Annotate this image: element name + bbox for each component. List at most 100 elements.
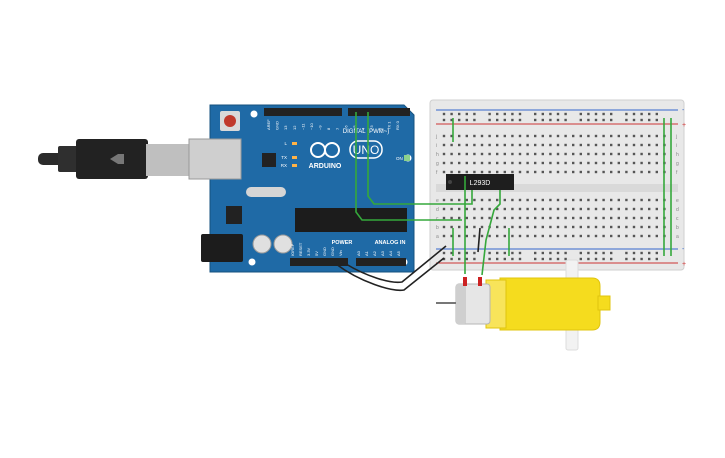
terminal-hole	[465, 198, 468, 202]
terminal-hole	[503, 234, 506, 238]
on-label: ON	[396, 156, 403, 161]
terminal-hole	[534, 234, 537, 238]
rail-hole	[625, 251, 628, 255]
motor-terminal-1[interactable]	[463, 277, 467, 286]
terminal-hole	[640, 216, 643, 220]
rail-hole	[458, 118, 461, 122]
terminal-hole	[587, 152, 590, 156]
terminal-hole	[458, 234, 461, 238]
row-letter: c	[676, 216, 679, 222]
header-bottom-analog	[356, 258, 406, 266]
wire-green-2[interactable]	[367, 112, 473, 205]
terminal-hole	[549, 225, 552, 229]
terminal-hole	[587, 198, 590, 202]
rail-hole	[442, 118, 446, 122]
top-pin-label: 7	[335, 127, 340, 130]
terminal-hole	[579, 152, 582, 156]
terminal-hole	[518, 170, 522, 174]
row-letter: g	[436, 161, 439, 167]
rail-hole	[564, 257, 567, 261]
terminal-hole	[518, 198, 522, 202]
mount-hole-1	[250, 110, 258, 118]
usb-chip	[262, 153, 276, 167]
terminal-hole	[640, 207, 643, 211]
rail-hole	[640, 118, 643, 122]
rail-hole	[579, 251, 582, 255]
terminal-hole	[503, 207, 506, 211]
terminal-hole	[655, 152, 658, 156]
l293d-chip[interactable]: L293D	[446, 174, 514, 190]
power-jack	[201, 234, 243, 262]
top-pin-label: ~11	[300, 123, 305, 130]
wires[interactable]	[335, 112, 672, 292]
terminal-hole	[617, 134, 620, 138]
bottom-pin-label: A3	[380, 250, 385, 256]
rail-hole	[450, 257, 453, 261]
rail-hole	[503, 118, 506, 122]
rail-hole	[579, 112, 582, 116]
terminal-hole	[465, 216, 468, 220]
wire-green-motor[interactable]	[481, 190, 501, 276]
dc-motor[interactable]	[436, 259, 611, 351]
terminal-hole	[450, 143, 453, 147]
rail-plus-top: +	[682, 122, 686, 129]
bottom-pin-label: A1	[364, 250, 369, 256]
terminal-hole	[496, 216, 499, 220]
terminal-hole	[518, 134, 522, 138]
top-pin-label: 4	[361, 127, 366, 130]
terminal-hole	[496, 134, 499, 138]
row-letter: f	[676, 170, 678, 176]
rail-hole	[549, 112, 552, 116]
terminal-hole	[549, 161, 552, 165]
row-letter: j	[675, 134, 677, 140]
terminal-hole	[458, 152, 461, 156]
bottom-pin-label: A2	[372, 250, 377, 256]
terminal-hole	[496, 143, 499, 147]
rail-hole	[625, 118, 628, 122]
rail-hole	[541, 118, 544, 122]
wire-green-1[interactable]	[355, 112, 462, 221]
terminal-hole	[442, 207, 446, 211]
reset-button-cap[interactable]	[224, 115, 236, 127]
arduino-board[interactable]: UNO ARDUINO DIGITAL (PWM~) POWER ANALOG …	[188, 104, 415, 273]
rail-hole	[640, 251, 643, 255]
terminal-hole	[640, 134, 643, 138]
terminal-hole	[572, 134, 575, 138]
terminal-hole	[640, 161, 643, 165]
terminal-hole	[526, 161, 529, 165]
motor-terminal-2[interactable]	[478, 277, 482, 286]
rail-hole	[655, 112, 658, 116]
rail-hole	[602, 251, 605, 255]
usb-port	[188, 138, 242, 180]
row-letter: i	[436, 143, 437, 149]
terminal-hole	[496, 234, 499, 238]
terminal-hole	[572, 161, 575, 165]
rail-hole	[655, 257, 658, 261]
terminal-hole	[458, 216, 461, 220]
terminal-hole	[450, 134, 453, 138]
terminal-hole	[526, 234, 529, 238]
terminal-hole	[594, 216, 598, 220]
wire-black-short[interactable]	[477, 227, 481, 253]
power-label: POWER	[332, 240, 353, 246]
terminal-hole	[625, 170, 628, 174]
terminal-hole	[579, 134, 582, 138]
terminal-hole	[541, 143, 544, 147]
wire-black-gnd-2[interactable]	[345, 245, 447, 284]
terminal-hole	[442, 134, 446, 138]
terminal-hole	[625, 143, 628, 147]
terminal-hole	[518, 216, 522, 220]
terminal-hole	[556, 170, 560, 174]
on-led	[404, 155, 410, 161]
terminal-hole	[458, 143, 461, 147]
rail-hole	[496, 251, 499, 255]
motor-gearbox	[499, 277, 601, 331]
rail-hole	[587, 251, 590, 255]
terminal-hole	[579, 170, 582, 174]
usb-cable[interactable]	[38, 139, 190, 179]
terminal-hole	[602, 161, 605, 165]
terminal-hole	[511, 216, 514, 220]
wire-black-gnd-1[interactable]	[335, 257, 445, 292]
terminal-hole	[549, 234, 552, 238]
